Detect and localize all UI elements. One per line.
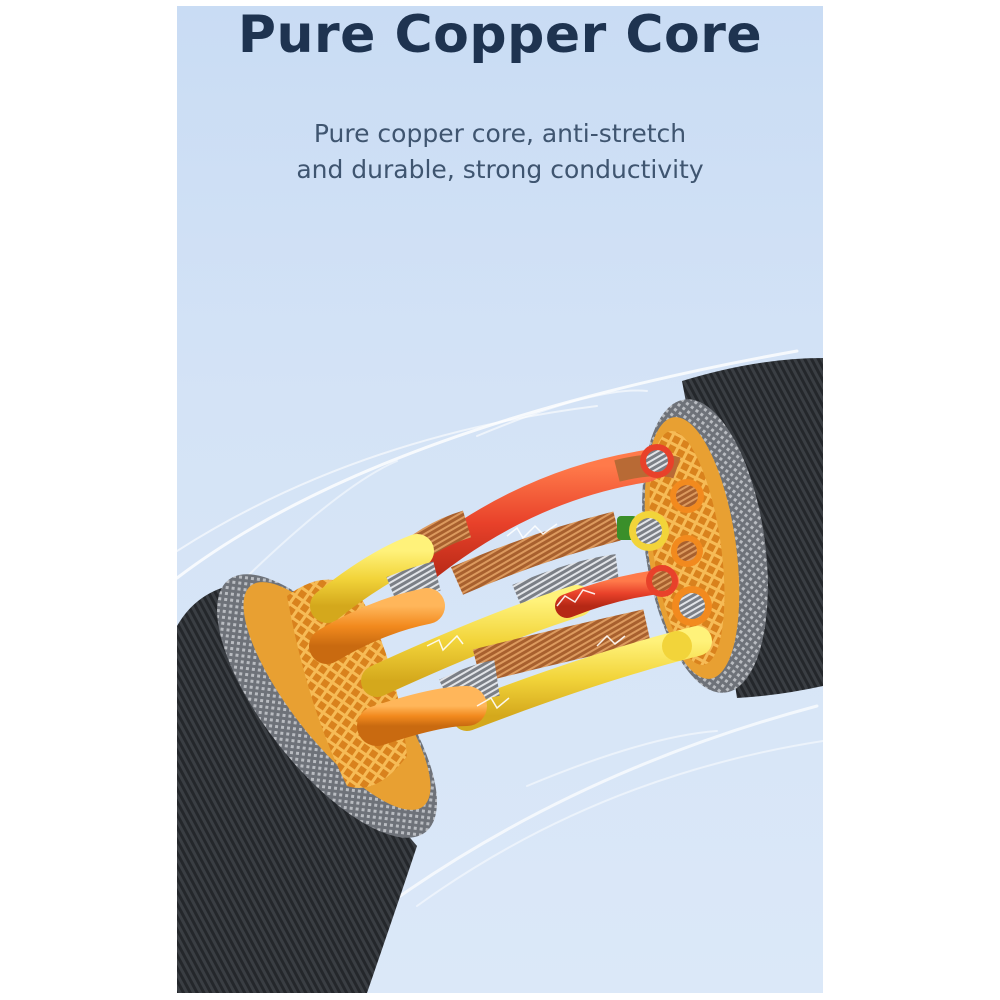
subtitle-line-1: Pure copper core, anti-stretch [313, 119, 687, 148]
cable-illustration [177, 349, 823, 993]
wire-ends [629, 444, 712, 661]
conductor-wires [309, 450, 712, 746]
subtitle-line-2: and durable, strong conductivity [296, 155, 704, 184]
electric-sparks [426, 523, 626, 710]
page-title: Pure Copper Core [237, 6, 763, 65]
cable-jacket-left [177, 584, 417, 993]
page-subtitle: Pure copper core, anti-stretch and durab… [177, 116, 823, 188]
product-panel: Pure Copper Core Pure copper core, anti-… [177, 6, 823, 993]
